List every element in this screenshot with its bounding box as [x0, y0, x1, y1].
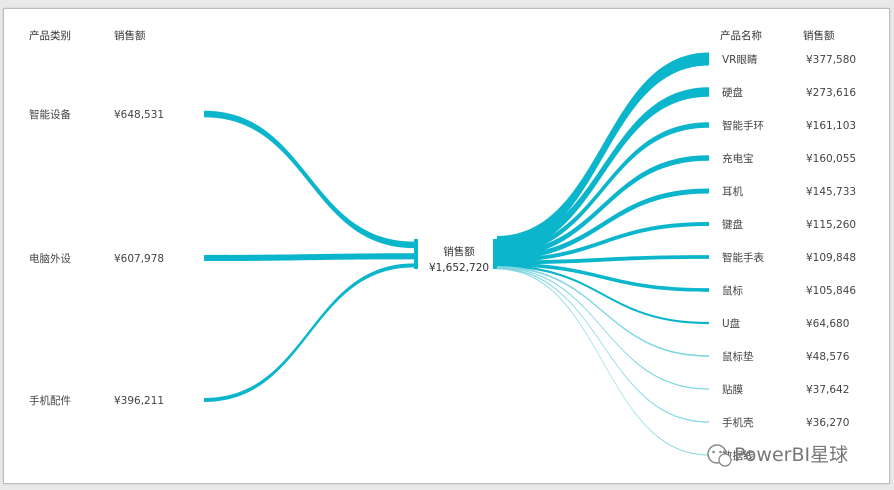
flow-right-1 [497, 87, 709, 254]
left-node-label: 智能设备 [29, 108, 71, 121]
left-header-value: 销售额 [114, 29, 146, 42]
flows-group [204, 52, 709, 456]
right-node-label: 鼠标垫 [722, 350, 754, 363]
right-node-value: ¥115,260 [806, 219, 856, 231]
flow-left-1 [204, 253, 414, 262]
left-node-value: ¥607,978 [114, 253, 164, 265]
flow-right-3 [497, 155, 709, 258]
flow-right-2 [497, 122, 709, 256]
watermark-text: PowerBI星球 [734, 444, 848, 466]
chart-frame: 产品类别 销售额 产品名称 销售额 销售额 ¥1,652,720 智能设备 ¥64… [3, 8, 890, 484]
right-node-value: ¥145,733 [806, 186, 856, 198]
flow-right-0 [497, 52, 709, 249]
wechat-icon [707, 444, 732, 467]
watermark: PowerBI星球 [707, 444, 848, 467]
left-node-label: 电脑外设 [29, 252, 71, 265]
right-node-label: 手机壳 [722, 416, 754, 429]
right-node-label: U盘 [722, 317, 741, 330]
flow-left-2 [204, 263, 414, 402]
right-node-value: ¥37,642 [806, 384, 849, 396]
flow-right-4 [497, 188, 709, 261]
flow-right-12 [497, 268, 709, 456]
flow-right-9 [497, 266, 709, 357]
left-header-category: 产品类别 [29, 29, 71, 42]
right-node-label: 贴膜 [722, 383, 743, 396]
left-node-value: ¥648,531 [114, 109, 164, 121]
right-node-value: ¥48,576 [806, 351, 850, 363]
flow-left-0 [204, 110, 414, 249]
right-node-value: ¥64,680 [806, 318, 849, 330]
right-node-label: 硬盘 [722, 86, 743, 99]
right-node-label: 智能手表 [722, 251, 764, 264]
center-connector-right [493, 239, 497, 269]
decomposition-chart: 产品类别 销售额 产品名称 销售额 销售额 ¥1,652,720 智能设备 ¥64… [29, 29, 856, 467]
center-value: ¥1,652,720 [429, 262, 489, 274]
right-node-label: 鼠标 [722, 284, 743, 297]
center-label: 销售额 [443, 245, 475, 258]
right-header-category: 产品名称 [720, 29, 762, 42]
right-node-value: ¥377,580 [806, 54, 856, 66]
flow-right-11 [497, 267, 709, 423]
right-node-label: 键盘 [722, 218, 743, 231]
right-header-value: 销售额 [803, 29, 835, 42]
right-node-value: ¥160,055 [806, 153, 856, 165]
right-node-value: ¥109,848 [806, 252, 856, 264]
flow-right-5 [497, 222, 709, 263]
labels-group: 产品类别 销售额 产品名称 销售额 销售额 ¥1,652,720 智能设备 ¥64… [29, 29, 856, 462]
flow-right-8 [497, 264, 709, 325]
right-node-value: ¥161,103 [806, 120, 856, 132]
right-node-value: ¥273,616 [806, 87, 856, 99]
left-node-label: 手机配件 [29, 394, 71, 407]
right-node-value: ¥36,270 [806, 417, 849, 429]
right-node-label: 智能手环 [722, 119, 764, 132]
flow-right-7 [497, 262, 709, 292]
flow-right-6 [497, 255, 709, 265]
right-node-label: 充电宝 [722, 152, 754, 165]
flow-right-10 [497, 267, 709, 390]
right-node-label: VR眼睛 [722, 54, 757, 66]
right-node-value: ¥105,846 [806, 285, 856, 297]
right-node-label: 耳机 [722, 185, 743, 198]
center-connector-left [414, 239, 418, 269]
left-node-value: ¥396,211 [114, 395, 164, 407]
